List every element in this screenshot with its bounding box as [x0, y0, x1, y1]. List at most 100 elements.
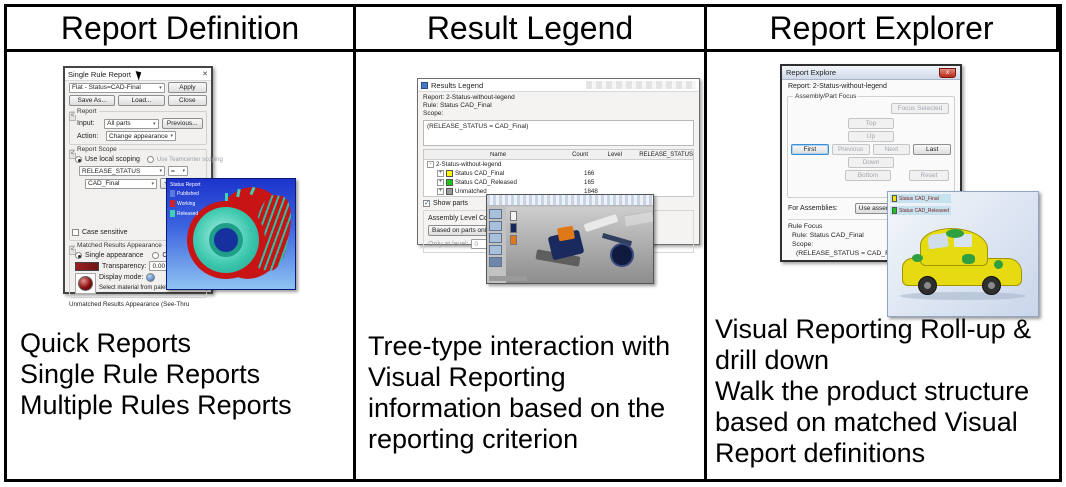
attribute-combobox[interactable]: RELEASE_STATUS ▾	[79, 166, 165, 176]
material-preview[interactable]	[75, 273, 96, 294]
caption-report-explorer: Visual Reporting Roll-up & drill down Wa…	[715, 314, 1031, 469]
rule-line: Rule: Status CAD_Final	[792, 232, 864, 239]
row-count: 1848	[584, 188, 598, 195]
caption-line: Tree-type interaction with	[368, 331, 671, 361]
show-parts-checkbox[interactable]: ✓	[423, 200, 430, 207]
results-table: Name Count Level RELEASE_STATUS -2-Statu…	[423, 149, 694, 197]
focus-selected-button[interactable]: Focus Selected	[891, 103, 949, 114]
previous-button[interactable]: Previous...	[161, 118, 203, 129]
close-icon[interactable]: ✕	[202, 70, 208, 78]
chevron-down-icon: ▾	[151, 180, 154, 187]
last-button[interactable]: Last	[913, 144, 951, 155]
header-result-legend: Result Legend	[356, 7, 707, 52]
radio-local-scoping[interactable]	[75, 156, 82, 163]
legend-label: Working	[177, 200, 196, 207]
viewer-thumbnails[interactable]	[489, 209, 504, 269]
viewer-toolbar	[487, 195, 653, 206]
transparency-label: Transparency:	[102, 262, 147, 270]
radio-label: Single appearance	[85, 252, 144, 259]
checkbox-label: Case sensitive	[82, 229, 128, 236]
table-row[interactable]: +Unmatched 1848	[424, 187, 693, 196]
tree-expand-icon[interactable]: +	[437, 179, 444, 186]
status-swatch	[446, 188, 453, 195]
car-model-graphic	[982, 276, 1001, 295]
apply-button[interactable]: Apply	[167, 82, 207, 93]
unmatched-appearance-label: Unmatched Results Appearance (See-Thru	[69, 301, 190, 308]
tree-expand-icon[interactable]: +	[437, 188, 444, 195]
table-row[interactable]: +Status CAD_Final 166	[424, 169, 693, 178]
top-button[interactable]: Top	[848, 118, 894, 129]
input-combobox[interactable]: All parts ▾	[104, 118, 159, 129]
bottom-button[interactable]: Bottom	[845, 170, 891, 181]
tree-expand-icon[interactable]: +	[437, 170, 444, 177]
tree-collapse-icon[interactable]: -	[427, 161, 434, 168]
toolbar-ghost-icons	[586, 81, 696, 89]
rule-focus-title: Rule Focus	[788, 219, 954, 231]
legend-swatch	[892, 195, 897, 202]
scope-label: Scope:	[423, 110, 444, 117]
down-button[interactable]: Down	[848, 157, 894, 168]
caption-result-legend: Tree-type interaction with Visual Report…	[368, 331, 670, 455]
action-combobox[interactable]: Change appearance ▾	[106, 131, 176, 141]
status-swatch	[446, 170, 453, 177]
turbine-screenshot: Status Report Published Working Released	[166, 178, 296, 290]
car-screenshot: Status CAD_Final Status CAD_Released	[887, 191, 1039, 317]
viewer-canvas	[506, 207, 653, 283]
cell-report-explorer: Report Explore x Report: 2-Status-withou…	[707, 52, 1059, 479]
dialog-titlebar[interactable]: Results Legend	[418, 79, 699, 92]
operator-combobox[interactable]: = ▾	[168, 166, 188, 176]
caption-line: Visual Reporting Roll-up &	[715, 314, 1032, 344]
next-button[interactable]: Next	[872, 144, 911, 155]
group-title: Report Scope	[75, 146, 119, 153]
column-count[interactable]: Count	[572, 151, 589, 158]
close-icon[interactable]: x	[939, 67, 956, 78]
display-mode-icon[interactable]	[146, 273, 156, 282]
radio-color[interactable]	[152, 252, 160, 259]
header-label: Report Definition	[60, 9, 300, 46]
legend-swatch	[170, 190, 175, 197]
color-swatch[interactable]	[75, 261, 99, 271]
column-name[interactable]: Name	[490, 151, 507, 158]
viewer-screenshot	[486, 194, 654, 284]
radio-single-appearance[interactable]	[75, 252, 82, 259]
column-level[interactable]: Level	[607, 151, 622, 158]
collapse-arrow-icon[interactable]: <	[69, 150, 76, 159]
car-model-graphic	[912, 254, 923, 262]
header-report-explorer: Report Explorer	[707, 7, 1059, 52]
dialog-titlebar[interactable]: Single Rule Report ✕	[65, 68, 211, 81]
collapse-arrow-icon[interactable]: <	[69, 112, 76, 121]
table-row[interactable]: +Status CAD_Released 165	[424, 178, 693, 187]
previous-button[interactable]: Previous	[831, 144, 870, 155]
save-as-button[interactable]: Save As...	[69, 95, 116, 106]
dialog-titlebar[interactable]: Report Explore x	[782, 66, 960, 80]
tree-root-label: 2-Status-without-legend	[436, 161, 502, 168]
column-release-status[interactable]: RELEASE_STATUS	[639, 151, 693, 158]
results-legend-icon	[421, 81, 428, 89]
value-combobox[interactable]: CAD_Final ▾	[85, 178, 157, 189]
report-preset-combobox[interactable]: Flat - Status=CAD-Final ▾	[69, 82, 165, 93]
reset-button[interactable]: Reset	[909, 170, 949, 181]
up-button[interactable]: Up	[848, 131, 894, 142]
status-swatch	[446, 179, 453, 186]
table-row-root[interactable]: -2-Status-without-legend	[424, 160, 693, 169]
row-count: 166	[584, 170, 595, 177]
results-legend-dialog: Results Legend Report: 2-Status-without-…	[417, 78, 700, 253]
caption-line: Walk the product structure	[715, 376, 1030, 406]
load-button[interactable]: Load...	[118, 95, 165, 106]
close-button[interactable]: Close	[167, 95, 208, 106]
first-button[interactable]: First	[791, 144, 829, 155]
radio-teamcenter-scoping[interactable]	[146, 156, 154, 163]
caption-line: drill down	[715, 345, 830, 375]
rule-line: Rule: Status CAD_Final	[423, 102, 492, 109]
turbine-model-graphic	[209, 223, 243, 257]
collapse-arrow-icon[interactable]: <	[69, 246, 76, 255]
case-sensitive-checkbox[interactable]	[72, 229, 79, 236]
cell-report-definition: Single Rule Report ✕ Flat - Status=CAD-F…	[7, 52, 356, 479]
only-at-level-label: Only at level:	[428, 240, 469, 248]
car-model-graphic	[946, 229, 964, 238]
legend-swatch	[510, 235, 517, 245]
cell-result-legend: Results Legend Report: 2-Status-without-…	[356, 52, 707, 479]
action-label: Action:	[77, 132, 99, 140]
viewer-statusbar	[489, 276, 527, 281]
